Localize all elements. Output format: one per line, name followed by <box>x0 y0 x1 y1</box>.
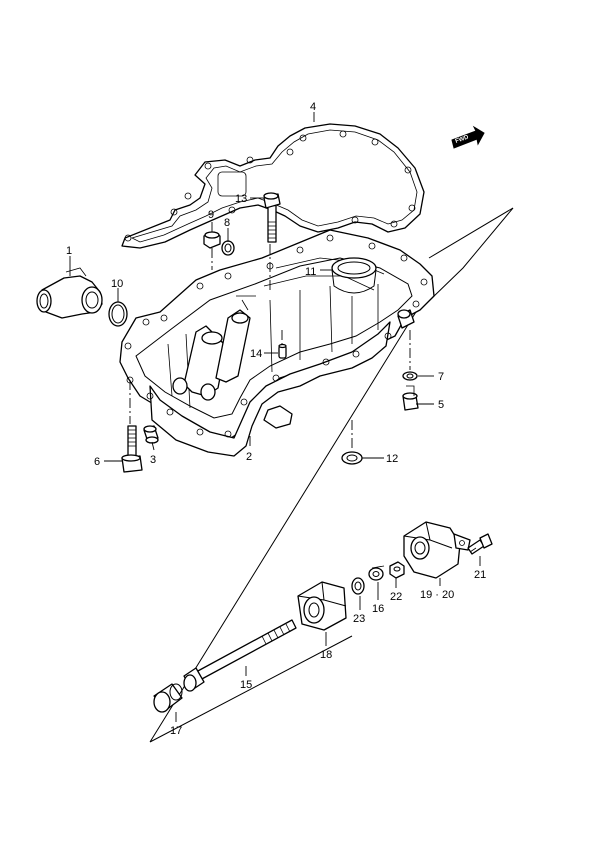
callout-16: 16 <box>372 603 384 615</box>
washer-part-23 <box>351 577 365 595</box>
callout-4: 4 <box>310 101 316 113</box>
washer-part-16 <box>368 565 385 581</box>
washer-part-8 <box>221 240 235 256</box>
mount-block-part-19-20 <box>403 521 471 579</box>
oil-case-part-2 <box>119 229 435 457</box>
callout-8: 8 <box>224 217 230 229</box>
gasket-part-4 <box>121 123 425 249</box>
bolt-part-5 <box>402 385 419 411</box>
long-bolt-part-15 <box>183 619 297 692</box>
callout-7: 7 <box>438 371 444 383</box>
callout-2: 2 <box>246 451 252 463</box>
plug-part-9 <box>203 231 221 249</box>
o-ring-part-11 <box>331 257 377 294</box>
nut-part-22 <box>389 561 405 579</box>
divider-line <box>149 207 514 743</box>
callout-6: 6 <box>94 456 100 468</box>
bolt-part-13 <box>263 192 281 243</box>
callout-23: 23 <box>353 613 365 625</box>
callout-10: 10 <box>111 278 123 290</box>
callout-19-20: 19 · 20 <box>420 589 454 601</box>
o-ring-part-10 <box>108 301 128 327</box>
bushing-part-3 <box>143 425 159 444</box>
callout-21: 21 <box>474 569 486 581</box>
callout-1: 1 <box>66 245 72 257</box>
callout-11: 11 <box>305 266 316 278</box>
callout-9: 9 <box>208 209 214 221</box>
callout-3: 3 <box>150 454 156 466</box>
callout-15: 15 <box>240 679 252 691</box>
elbow-fitting-part-1 <box>36 267 103 319</box>
alignment-lines <box>129 244 411 450</box>
fwd-label: FWD <box>455 134 471 145</box>
callout-13: 13 <box>235 193 247 205</box>
leader-lines <box>69 112 481 722</box>
washer-part-7 <box>402 371 418 381</box>
collar-part-17 <box>153 683 183 713</box>
dowel-part-14 <box>278 343 287 359</box>
divider-line-upper <box>429 207 514 301</box>
callout-22: 22 <box>390 591 402 603</box>
callout-labels: 4 1 10 9 8 13 11 14 3 6 2 7 5 12 19 · 20… <box>66 101 486 737</box>
callout-14: 14 <box>250 348 262 360</box>
callout-17: 17 <box>170 725 182 737</box>
rubber-mount-part-18 <box>297 581 347 631</box>
washer-part-12 <box>341 451 363 465</box>
callout-5: 5 <box>438 399 444 411</box>
bolt-part-6 <box>121 425 143 473</box>
fwd-arrow-icon: FWD <box>451 125 485 149</box>
callout-12: 12 <box>386 453 398 465</box>
callout-18: 18 <box>320 649 332 661</box>
bolt-part-21 <box>467 533 493 555</box>
